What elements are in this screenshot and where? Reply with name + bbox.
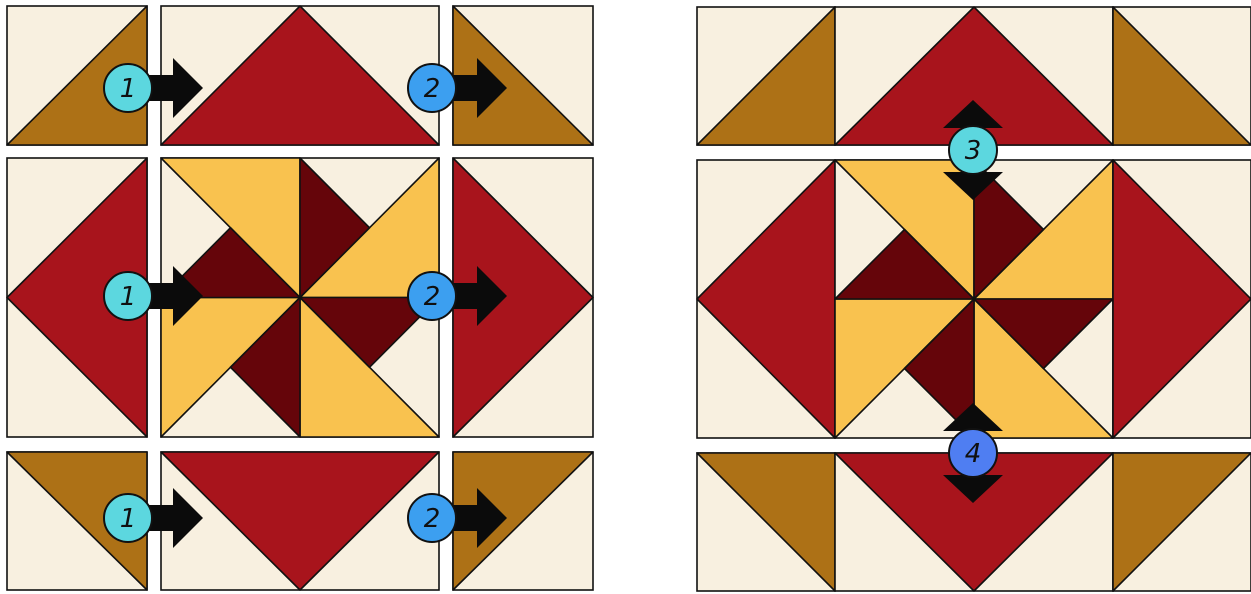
corner-unit [697,453,835,591]
corner-unit [697,7,835,145]
step-number: 2 [424,74,441,104]
flying-geese-unit [161,6,439,145]
step-badge: 2 [408,64,456,112]
step-badge: 1 [104,494,152,542]
flying-geese-unit [697,160,835,438]
pinwheel-center-block [835,160,1113,438]
left-panel-unjoined-blocks [7,6,593,590]
pinwheel-center-block [161,158,439,437]
corner-unit [1113,453,1251,591]
step-number: 1 [120,282,137,312]
step-number: 1 [120,504,137,534]
step-number: 2 [424,282,441,312]
right-panel-joined-rows [697,7,1251,591]
step-badge: 1 [104,64,152,112]
corner-unit [1113,7,1251,145]
step-badge: 4 [949,429,997,477]
step-badge: 1 [104,272,152,320]
step-number: 2 [424,504,441,534]
step-number: 3 [965,136,982,166]
step-number: 1 [120,74,137,104]
flying-geese-unit [161,452,439,590]
step-badge: 2 [408,494,456,542]
flying-geese-unit [1113,160,1251,438]
step-badge: 3 [949,126,997,174]
step-number: 4 [965,439,982,469]
step-badge: 2 [408,272,456,320]
